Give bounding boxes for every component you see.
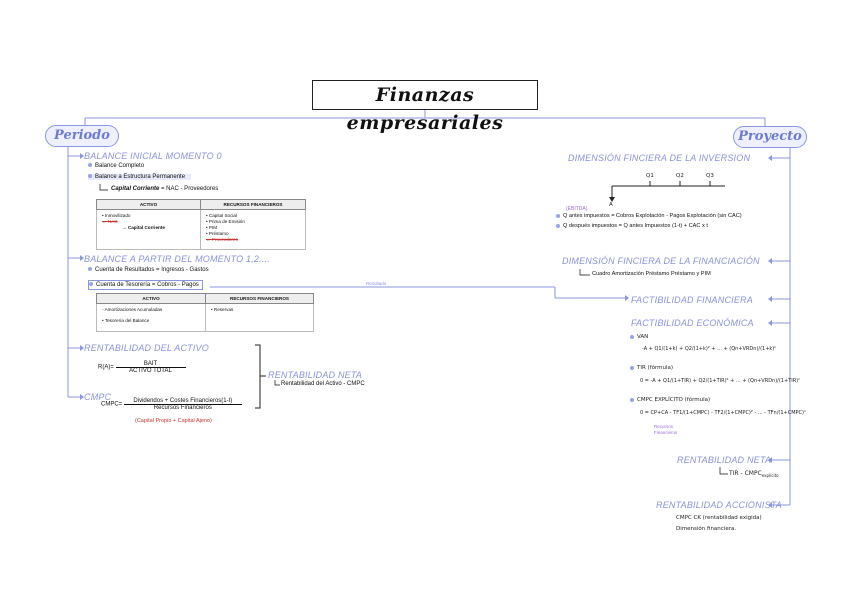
timeline-q1: Q1 <box>646 173 654 179</box>
ebitda-label: (EBITDA) <box>566 206 588 212</box>
bullet-icon <box>630 334 634 339</box>
activo-item: → Capital Corriente <box>122 225 165 230</box>
rentabilidad-activo-formula: R(A)= BAIT ACTIVO TOTAL <box>98 361 186 374</box>
timeline-q3: Q3 <box>706 173 714 179</box>
balance-inicial-header: BALANCE INICIAL MOMENTO 0 <box>84 151 222 161</box>
recurso-item: • PIM <box>206 225 218 230</box>
recurso-item: ← Proveedores <box>206 237 238 242</box>
tir-label: TIR (fórmula) <box>630 365 673 371</box>
timeline-q2: Q2 <box>676 173 684 179</box>
timeline-origin: A <box>609 202 613 208</box>
dim-financiacion-header: DIMENSIÓN FINCIERA DE LA FINANCIACIÓN <box>562 256 760 266</box>
capital-corriente-formula: Capital Corriente = NAC - Proveedores <box>111 186 219 192</box>
q-despues-item: Q después impuestos = Q antes Impuestos … <box>556 223 708 229</box>
balance-completo-item: Balance Completo <box>88 163 144 169</box>
rentabilidad-neta-right-formula: TIR - CMPCexplícito <box>729 470 779 479</box>
periodo-tag: Periodo <box>45 125 119 147</box>
cmpc-formula: CMPC= Dividendos + Costes Financieros(1-… <box>101 398 242 411</box>
cmpc-explicito-formula: 0 = CP+CA - TF1/(1+CMPC) - TF2/(1+CMPC)²… <box>640 410 806 416</box>
recurso-item: • Prima de Emisión <box>206 219 245 224</box>
dim-inversion-header: DIMENSIÓN FINCIERA DE LA INVERSION <box>568 153 751 163</box>
cuadro-amortizacion-item: Cuadro Amortización Préstamo Préstamo y … <box>592 271 711 277</box>
col-activo: ACTIVO <box>96 199 201 210</box>
factibilidad-economica-header: FACTIBILIDAD ECONÓMICA <box>631 318 754 328</box>
recurso-item: • Préstamo <box>206 231 229 236</box>
van-label: VAN <box>630 334 648 340</box>
resultado-label: Resultado <box>366 281 387 286</box>
cmpc-header: CMPC <box>84 392 112 402</box>
bullet-icon <box>88 267 92 272</box>
factibilidad-financiera-header: FACTIBILIDAD FINANCIERA <box>631 295 753 305</box>
activo-item: - Amortizaciones Acumuladas <box>102 307 163 312</box>
page-title: Finanzas empresariales <box>346 84 504 134</box>
formula-denominator: Recursos Financieros <box>153 405 212 411</box>
activo-item: • Tesorería del Balance <box>102 318 150 323</box>
formula-denominator: ACTIVO TOTAL <box>129 368 172 374</box>
rentabilidad-accionista-header: RENTABILIDAD ACCIONISTA <box>656 500 782 510</box>
bullet-icon <box>630 365 634 370</box>
cuenta-resultados-item: Cuenta de Resultados = Ingresos - Gastos <box>88 267 209 273</box>
title-box: Finanzas empresariales <box>312 80 538 134</box>
col-activo: ACTIVO <box>96 293 206 304</box>
rentabilidad-activo-header: RENTABILIDAD DEL ACTIVO <box>84 343 209 353</box>
accionista-line: CMPC CK (rentabilidad exigida) <box>676 515 762 521</box>
balance-estructura-item: Balance a Estructura Permanente <box>88 174 192 180</box>
formula-numerator: Dividendos + Costes Financieros(1-t) <box>123 398 242 405</box>
col-recursos: RECURSOS FINANCIEROS <box>200 199 306 210</box>
van-formula: -A + Q1/(1+k) + Q2/(1+k)² + ... + (Qn+VR… <box>642 346 777 352</box>
cuenta-tesoreria-item: Cuenta de Tesorería = Cobros - Pagos <box>88 280 203 290</box>
rentabilidad-neta-header: RENTABILIDAD NETA <box>268 370 363 380</box>
formula-numerator: BAIT <box>115 361 186 368</box>
activo-item: ← NAC <box>102 219 118 224</box>
accionista-line: Dimensión financiera. <box>676 526 737 532</box>
col-recursos: RECURSOS FINANCIEROS <box>205 293 314 304</box>
tir-formula: 0 = -A + Q1/(1+TIR) + Q2/(1+TIR)² + ... … <box>640 378 801 384</box>
bullet-icon <box>556 223 560 228</box>
rentabilidad-neta-right-header: RENTABILIDAD NETA <box>677 455 772 465</box>
bullet-icon <box>88 163 92 168</box>
proyecto-tag: Proyecto <box>733 126 807 148</box>
cmpc-explicito-note: Recursos Financieros <box>654 424 678 435</box>
recurso-item: • Reservas <box>211 307 234 312</box>
recurso-item: • Capital Social <box>206 213 237 218</box>
balance-partir-header: BALANCE A PARTIR DEL MOMENTO 1,2.... <box>84 254 270 264</box>
bullet-icon <box>88 174 92 179</box>
balance-inicial-table: ACTIVO RECURSOS FINANCIEROS • Inmoviliza… <box>96 199 306 250</box>
cmpc-explicito-label: CMPC EXPLÍCITO (fórmula) <box>630 397 710 403</box>
bullet-icon <box>630 397 634 402</box>
balance-partir-table: ACTIVO RECURSOS FINANCIEROS - Amortizaci… <box>96 293 314 332</box>
rentabilidad-neta-formula: Rentabilidad del Activo - CMPC <box>281 381 365 387</box>
cmpc-note: (Capital Propio + Capital Ajeno) <box>135 418 212 424</box>
activo-item: • Inmovilizado <box>102 213 131 218</box>
bullet-icon <box>556 213 560 218</box>
bullet-icon <box>89 282 93 287</box>
q-antes-item: Q antes impuestos = Cobros Explotación -… <box>556 213 742 219</box>
